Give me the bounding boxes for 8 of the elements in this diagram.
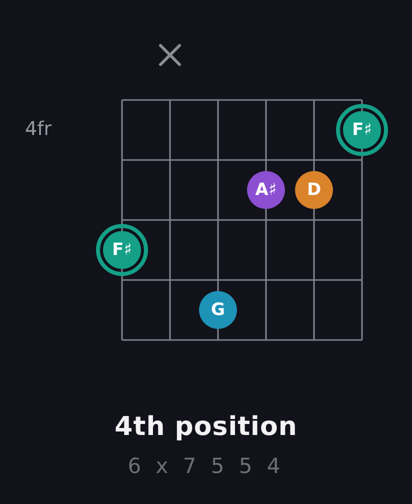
- chord-title: 4th position: [114, 412, 298, 442]
- fingering-caption: 6 x 7 5 5 4: [128, 454, 284, 478]
- note-marker: D: [295, 171, 333, 209]
- note-marker: G: [199, 291, 237, 329]
- root-note-marker: F♯: [336, 104, 388, 156]
- fret-number: 4fr: [25, 119, 52, 140]
- note-marker: A♯: [247, 171, 285, 209]
- root-note-marker: F♯: [96, 224, 148, 276]
